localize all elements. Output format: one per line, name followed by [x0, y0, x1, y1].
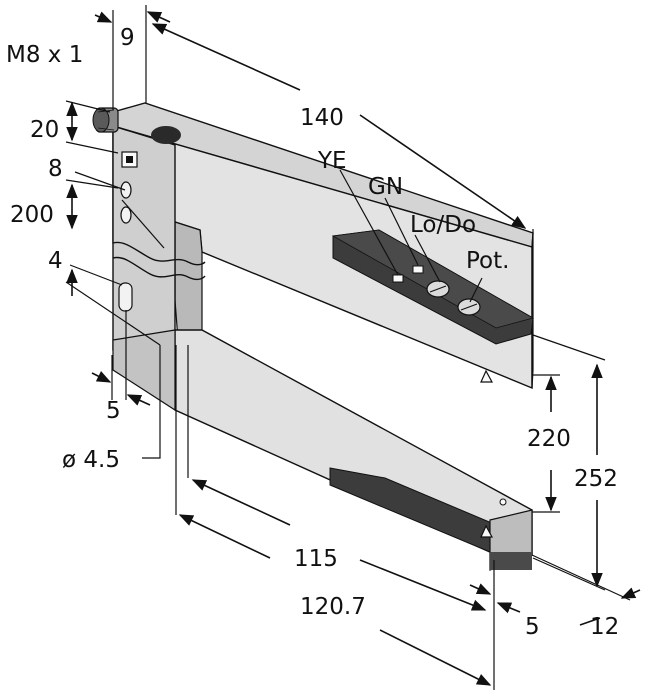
sensor-body: [92, 102, 535, 571]
break-line-2: [112, 256, 206, 281]
dim-5-right: 5: [525, 614, 540, 640]
dim-4: 4: [48, 248, 63, 274]
dimension-lines: [65, 5, 641, 690]
inner-slot-face: [174, 221, 203, 341]
dim-hole-diameter: ø 4.5: [62, 447, 120, 473]
label-lodo: Lo/Do: [410, 212, 476, 238]
dim-9: 9: [120, 25, 135, 51]
dim-12: 12: [590, 614, 619, 640]
dimension-labels: M8 x 1 9 140 20 8 200 4 5 ø 4.5 YE GN Lo…: [6, 25, 619, 640]
dim-200: 200: [10, 202, 54, 228]
m8-connector: [92, 107, 119, 133]
triangle-mark-lower: [480, 524, 494, 538]
lower-arm-end-dark: [490, 552, 532, 570]
triangle-mark-upper: [480, 369, 494, 383]
dim-8: 8: [48, 156, 63, 182]
led-gn: [412, 265, 424, 274]
dim-252: 252: [574, 466, 618, 492]
side-slot: [118, 282, 133, 312]
dim-140: 140: [300, 105, 344, 131]
break-line: [112, 241, 206, 266]
dim-220: 220: [527, 426, 571, 452]
small-dot: [499, 498, 507, 506]
label-gn: GN: [368, 174, 403, 200]
control-panel-top: [331, 229, 535, 329]
thread-label: M8 x 1: [6, 42, 83, 68]
upper-arm-end-face: [531, 232, 534, 389]
dim-5-left: 5: [106, 398, 121, 424]
dim-20: 20: [30, 117, 59, 143]
dim-120-7: 120.7: [300, 594, 366, 620]
side-hole-1: [120, 181, 132, 199]
dim-115: 115: [294, 546, 338, 572]
side-hole-2: [120, 206, 132, 224]
label-ye: YE: [317, 148, 347, 174]
lower-arm-left-face: [112, 329, 176, 412]
led-ye: [392, 274, 404, 283]
label-pot: Pot.: [466, 248, 509, 274]
top-mounting-hole: [151, 126, 181, 144]
